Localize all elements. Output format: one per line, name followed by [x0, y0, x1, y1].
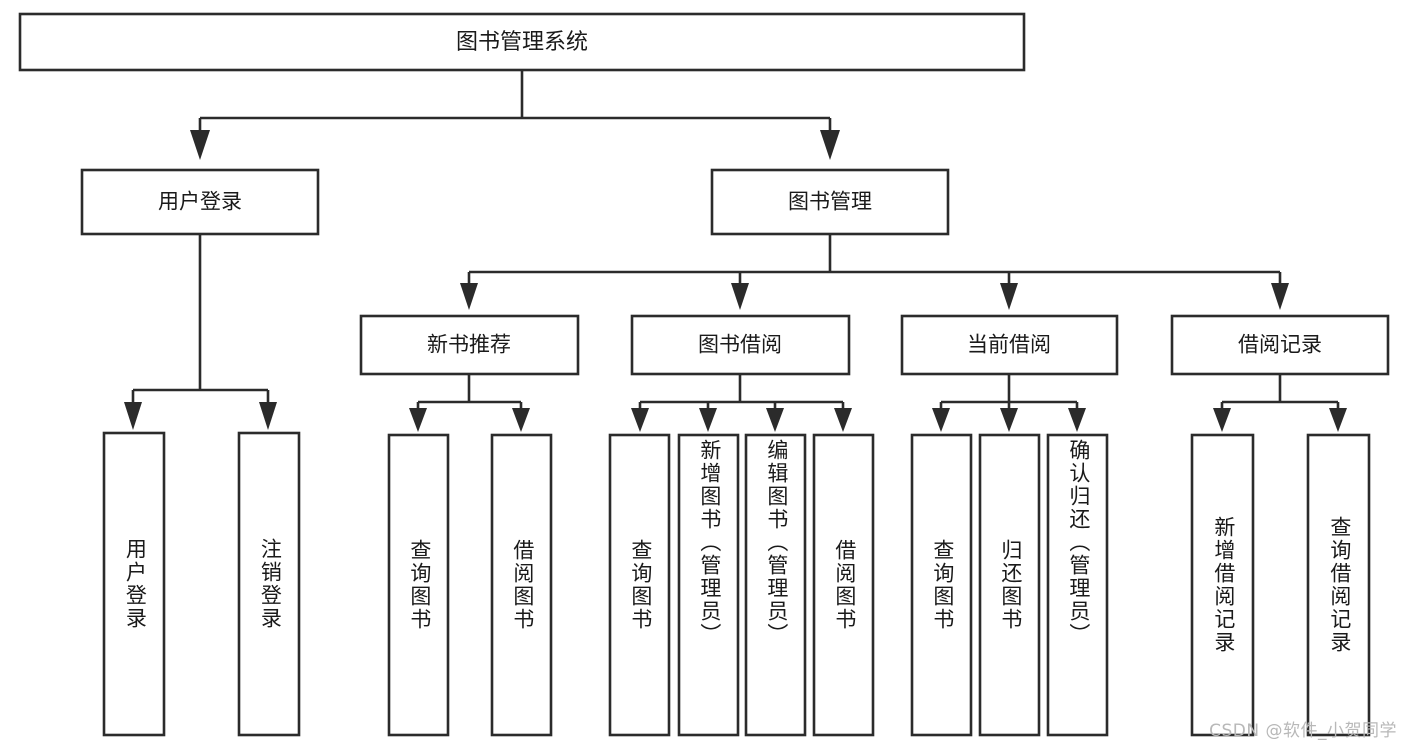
- node-label-book-manage: 图书管理: [788, 191, 872, 214]
- node-box-leaf-query-book-1[interactable]: [387, 433, 450, 737]
- arrow-head-book-manage: [820, 130, 840, 160]
- node-box-root[interactable]: [18, 12, 1026, 72]
- arrow-head-new-book-recommend: [460, 283, 478, 310]
- connector-group-root: [190, 70, 840, 160]
- arrow-head-leaf-confirm-return: [1068, 408, 1086, 432]
- node-box-leaf-add-book[interactable]: [677, 433, 740, 737]
- node-box-leaf-query-book-3[interactable]: [910, 433, 973, 737]
- connector-group-borrow-record: [1213, 374, 1347, 432]
- arrow-head-leaf-user-login: [124, 402, 142, 430]
- arrow-head-borrow-record: [1271, 283, 1289, 310]
- node-label-book-borrow: 图书借阅: [698, 334, 782, 357]
- connector-group-book-borrow: [631, 374, 852, 432]
- arrow-head-leaf-add-record: [1213, 408, 1231, 432]
- arrow-head-leaf-query-record: [1329, 408, 1347, 432]
- node-box-user-login[interactable]: [80, 168, 320, 236]
- arrow-head-leaf-edit-book: [766, 408, 784, 432]
- node-box-leaf-return-book[interactable]: [978, 433, 1041, 737]
- arrow-head-leaf-query-book-3: [932, 408, 950, 432]
- connector-group-book-manage: [460, 234, 1289, 310]
- connector-group-current-borrow: [932, 374, 1086, 432]
- node-label-current-borrow: 当前借阅: [967, 334, 1051, 357]
- node-box-leaf-query-book-2[interactable]: [608, 433, 671, 737]
- csdn-watermark: CSDN @软件_小贺同学: [1209, 721, 1397, 741]
- node-box-leaf-edit-book[interactable]: [744, 433, 807, 737]
- node-box-book-borrow[interactable]: [630, 314, 851, 376]
- node-box-leaf-borrow-book-1[interactable]: [490, 433, 553, 737]
- node-label-borrow-record: 借阅记录: [1238, 334, 1322, 357]
- arrow-head-leaf-query-book-2: [631, 408, 649, 432]
- node-box-book-manage[interactable]: [710, 168, 950, 236]
- node-box-leaf-confirm-return[interactable]: [1046, 433, 1109, 737]
- node-label-root: 图书管理系统: [456, 29, 588, 54]
- node-label-user-login: 用户登录: [158, 191, 242, 214]
- node-box-borrow-record[interactable]: [1170, 314, 1390, 376]
- arrow-head-leaf-borrow-book-2: [834, 408, 852, 432]
- arrow-head-leaf-user-logout: [259, 402, 277, 430]
- node-box-leaf-user-logout[interactable]: [237, 431, 301, 737]
- arrow-head-current-borrow: [1000, 283, 1018, 310]
- arrow-head-leaf-query-book-1: [409, 408, 427, 432]
- node-box-leaf-borrow-book-2[interactable]: [812, 433, 875, 737]
- arrow-head-leaf-return-book: [1000, 408, 1018, 432]
- connector-group-new-book-recommend: [409, 374, 530, 432]
- arrow-head-book-borrow: [731, 283, 749, 310]
- node-box-leaf-query-record[interactable]: [1306, 433, 1371, 737]
- node-box-new-book-recommend[interactable]: [359, 314, 580, 376]
- arrow-head-leaf-borrow-book-1: [512, 408, 530, 432]
- node-label-new-book-recommend: 新书推荐: [427, 334, 511, 357]
- arrow-head-leaf-add-book: [699, 408, 717, 432]
- node-box-leaf-user-login[interactable]: [102, 431, 166, 737]
- node-box-leaf-add-record[interactable]: [1190, 433, 1255, 737]
- arrow-head-user-login: [190, 130, 210, 160]
- node-box-current-borrow[interactable]: [900, 314, 1119, 376]
- connector-group-user-login: [124, 234, 277, 430]
